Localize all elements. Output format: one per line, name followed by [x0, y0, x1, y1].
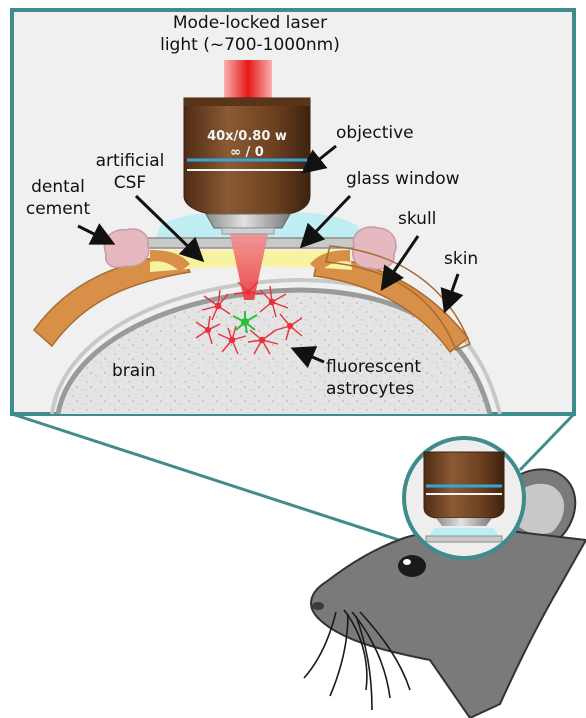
zoom-connector-right	[520, 414, 574, 470]
brain-label: brain	[112, 361, 156, 381]
mouse-eye	[398, 555, 426, 577]
objective-sub-label: ∞ / 0	[230, 145, 264, 160]
artificial-csf-label-line2: CSF	[114, 173, 146, 193]
laser-label-line2: light (~700-1000nm)	[160, 35, 340, 55]
laser-label-line1: Mode-locked laser	[173, 13, 327, 33]
dental-cement-right	[353, 227, 396, 269]
dental-cement-label-line1: dental	[31, 177, 85, 197]
astrocytes-label-line1: fluorescent	[326, 357, 421, 377]
mini-objective	[424, 452, 504, 542]
skin-label: skin	[444, 249, 478, 269]
objective-spec-label: 40x/0.80 w	[207, 129, 287, 144]
dental-cement-label-line2: cement	[26, 199, 91, 219]
laser-beam	[224, 60, 272, 98]
zoom-connector-left	[12, 414, 405, 542]
mouse-illustration	[304, 438, 586, 718]
skull-label: skull	[398, 209, 436, 229]
artificial-csf-label-line1: artificial	[96, 151, 165, 171]
astrocytes-label-line2: astrocytes	[326, 379, 414, 399]
mouse-nose	[312, 602, 324, 610]
glass-window-label: glass window	[346, 169, 460, 189]
objective-label: objective	[336, 123, 414, 143]
inset-panel: Mode-locked laser light (~700-1000nm) 40…	[12, 10, 574, 414]
